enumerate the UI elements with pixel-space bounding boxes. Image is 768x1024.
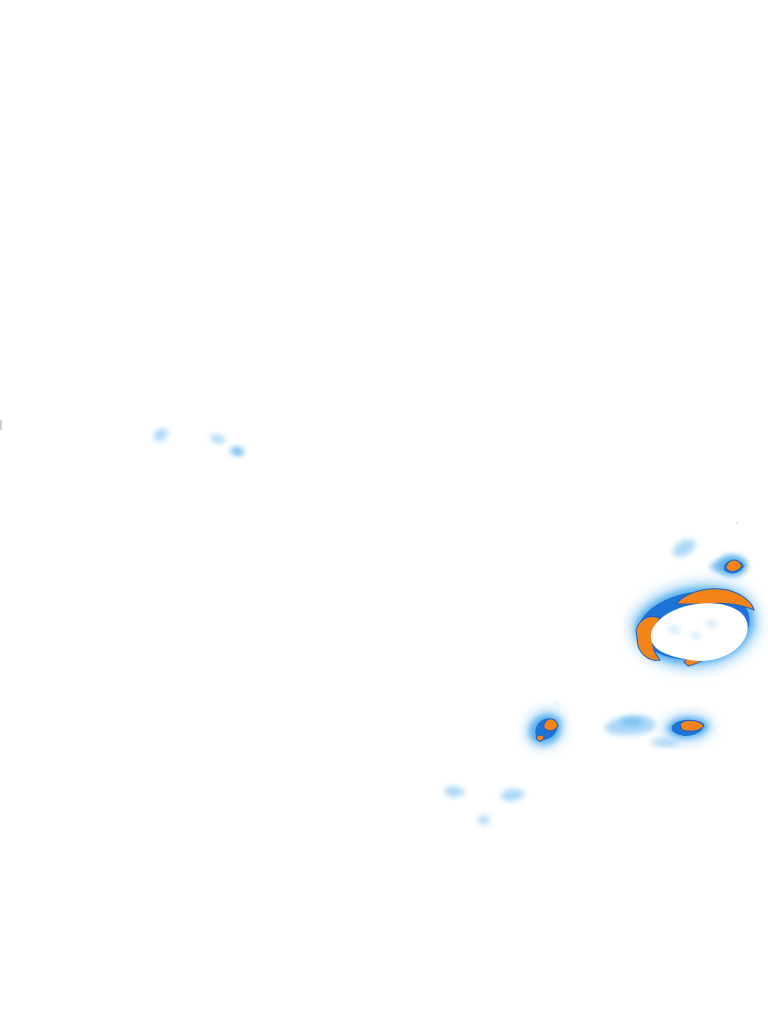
cell-far-west-c — [230, 446, 244, 457]
cell-south-scatter — [444, 786, 526, 825]
tiny-mark — [736, 522, 738, 524]
cell-south-east-core — [662, 714, 713, 742]
cell-south-central-core — [525, 699, 564, 748]
edge-mark — [0, 420, 2, 430]
cell-ring-storm — [629, 581, 760, 671]
cell-far-west-a — [153, 428, 168, 441]
cell-northeast-small-core — [718, 554, 748, 577]
cell-far-west-b — [210, 434, 226, 444]
cell-south-east-wisp — [604, 715, 680, 747]
